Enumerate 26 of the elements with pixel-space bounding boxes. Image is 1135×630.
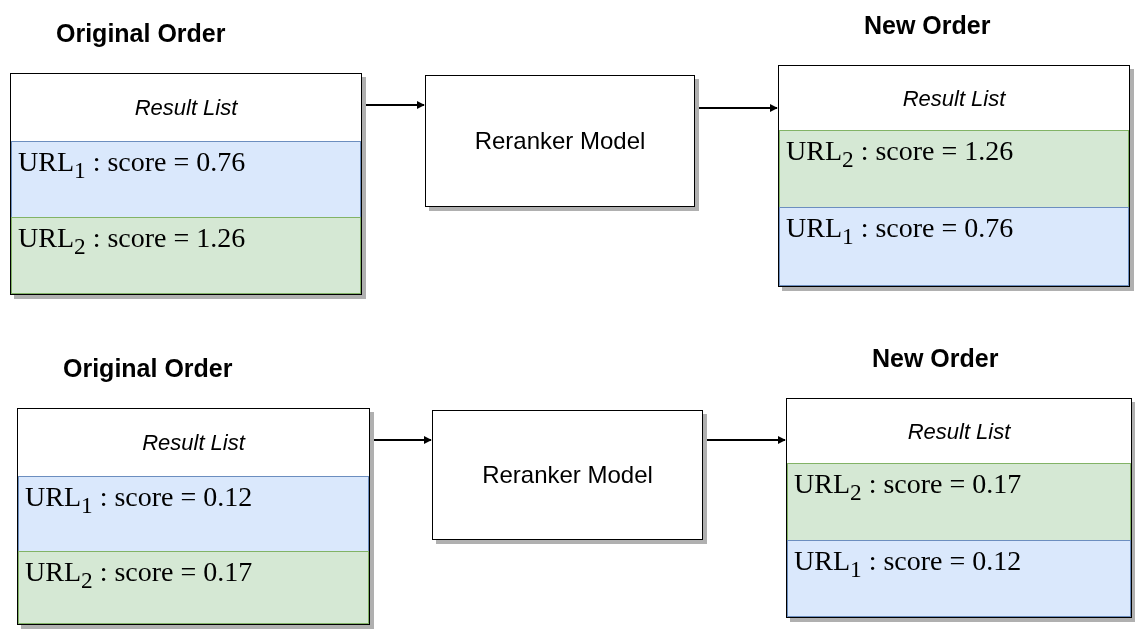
box-label: Reranker Model <box>481 460 654 490</box>
list-title: Result List <box>133 94 239 122</box>
result-row <box>11 217 361 294</box>
url-score: URL$_{2}$ : score = 1.26 <box>18 222 246 260</box>
url-score: URL$_{1}$ : score = 0.76 <box>786 212 1014 250</box>
result-row <box>787 463 1131 541</box>
list-title: Result List <box>906 418 1012 446</box>
result-row <box>18 476 369 552</box>
list-title: Result List <box>141 429 247 457</box>
list-heading: New Order <box>872 344 999 373</box>
url-score: URL$_{2}$ : score = 0.17 <box>794 468 1022 506</box>
list-title: Result List <box>901 85 1007 113</box>
url-score: URL$_{1}$ : score = 0.12 <box>25 481 253 519</box>
list-heading: Original Order <box>56 19 226 48</box>
box-label: Reranker Model <box>473 126 647 156</box>
url-score: URL$_{1}$ : score = 0.12 <box>794 545 1022 583</box>
result-row <box>787 540 1131 617</box>
url-score: URL$_{1}$ : score = 0.76 <box>18 146 246 184</box>
url-score: URL$_{2}$ : score = 0.17 <box>25 556 253 594</box>
url-score: URL$_{2}$ : score = 1.26 <box>786 135 1014 173</box>
list-heading: New Order <box>864 11 991 40</box>
result-row <box>779 130 1129 208</box>
list-heading: Original Order <box>63 354 233 383</box>
result-row <box>779 207 1129 286</box>
result-row <box>11 141 361 218</box>
result-row <box>18 551 369 624</box>
